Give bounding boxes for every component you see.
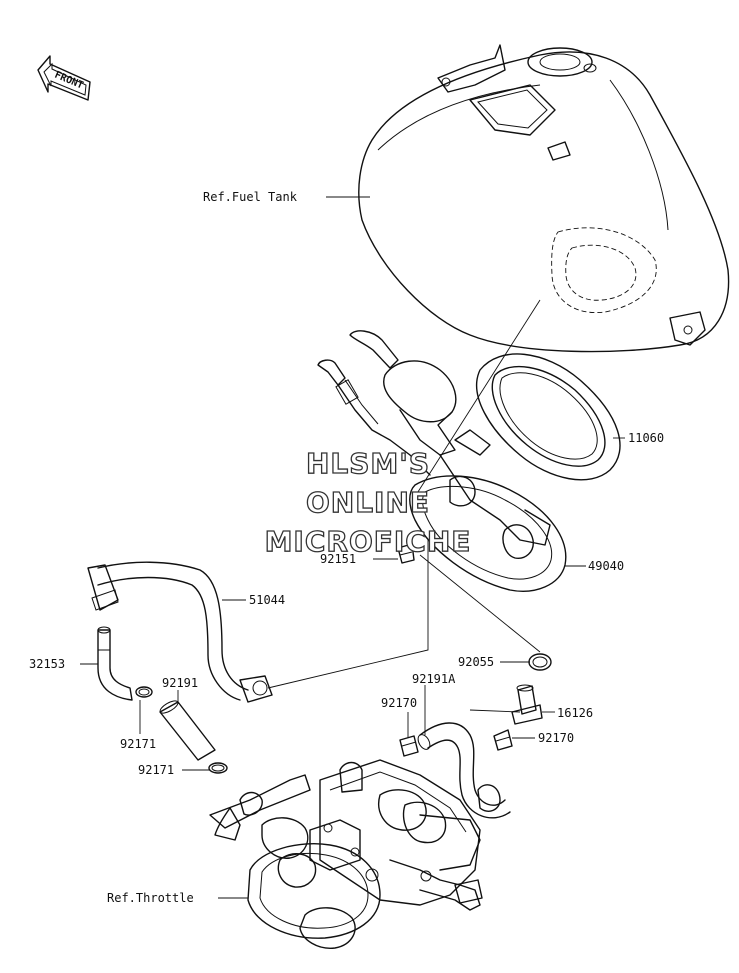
bolt-92151 — [397, 543, 415, 564]
label-16126: 16126 — [557, 706, 593, 720]
watermark: HLSM'S ONLINE MICROFICHE — [264, 446, 472, 558]
label-92170-left: 92170 — [381, 696, 417, 710]
leader-lines — [80, 196, 625, 899]
hose-92191a — [417, 722, 511, 819]
label-ref-fuel-tank: Ref.Fuel Tank — [203, 190, 298, 204]
label-92055: 92055 — [458, 655, 494, 669]
fuel-pump-gasket — [475, 353, 621, 481]
front-arrow-icon: FRONT — [37, 55, 91, 101]
label-49040: 49040 — [588, 559, 624, 573]
label-92170-right: 92170 — [538, 731, 574, 745]
fuel-pump-assembly — [317, 330, 567, 592]
clamp-92171-lower — [208, 762, 228, 774]
label-11060: 11060 — [628, 431, 664, 445]
fuel-tank — [358, 44, 730, 353]
clamp-92171-upper — [135, 686, 153, 698]
fuel-hose-51044 — [87, 561, 273, 703]
part-labels: Ref.Fuel Tank 11060 92151 49040 51044 32… — [29, 190, 664, 905]
label-92191a: 92191A — [412, 672, 456, 686]
label-51044: 51044 — [249, 593, 285, 607]
label-ref-throttle: Ref.Throttle — [107, 891, 194, 905]
watermark-line-3: MICROFICHE — [265, 525, 472, 558]
clamp-92170-right — [493, 729, 513, 751]
label-92151: 92151 — [320, 552, 356, 566]
sensor-16126 — [511, 684, 543, 725]
watermark-line-2: ONLINE — [306, 486, 430, 519]
clamp-92170-left — [399, 735, 419, 757]
watermark-line-1: HLSM'S — [306, 447, 430, 480]
label-92191: 92191 — [162, 676, 198, 690]
pipe-32153 — [97, 626, 133, 701]
o-ring-92055 — [528, 653, 552, 671]
throttle-body — [209, 759, 483, 949]
label-92171-lower: 92171 — [138, 763, 174, 777]
label-92171-upper: 92171 — [120, 737, 156, 751]
label-32153: 32153 — [29, 657, 65, 671]
hose-92191 — [159, 700, 216, 761]
